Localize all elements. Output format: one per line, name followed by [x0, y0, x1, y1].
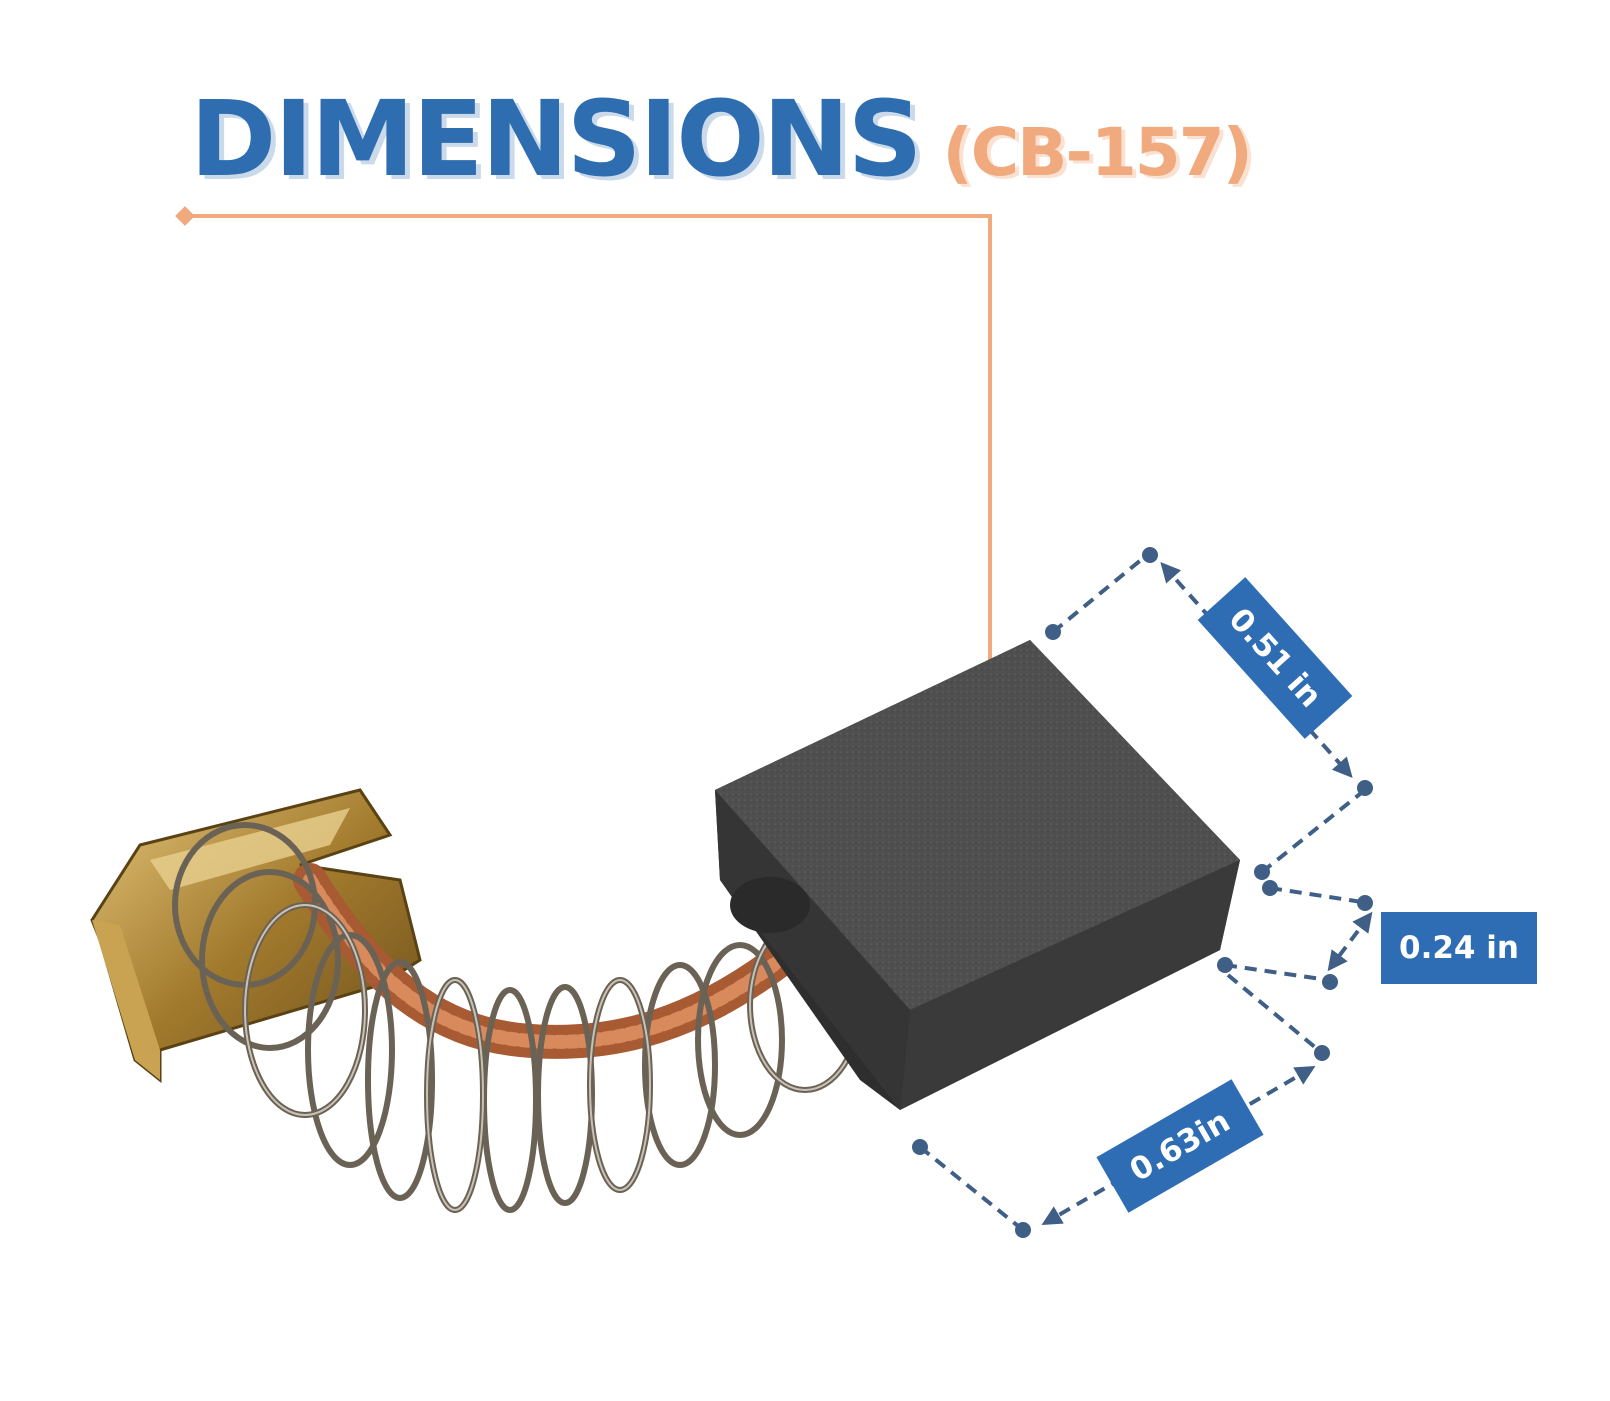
carbon-block: [715, 640, 1240, 1110]
model-number: (CB-157): [942, 114, 1253, 191]
copper-wire: [293, 863, 797, 1059]
title-main: DIMENSIONS: [190, 78, 923, 200]
dimension-label-length: 0.63in: [1096, 1079, 1264, 1213]
spring: [172, 822, 863, 1213]
dimension-label-width: 0.51 in: [1197, 577, 1353, 739]
brass-terminal: [90, 788, 422, 1084]
page-title: DIMENSIONS(CB-157): [190, 78, 1253, 200]
dimension-label-thickness: 0.24 in: [1381, 912, 1537, 984]
dimension-dots: [912, 547, 1373, 1238]
dimension-thickness-text: 0.24 in: [1399, 930, 1519, 966]
